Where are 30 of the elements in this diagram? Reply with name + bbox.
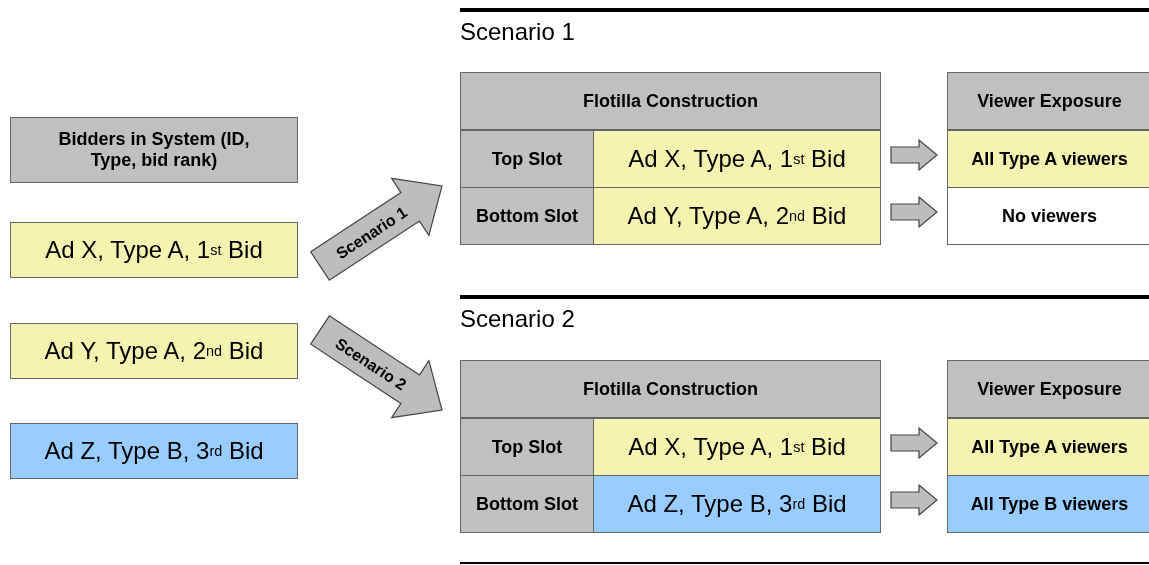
section-heading: Scenario 2 [460,305,575,333]
ad-cell: Ad Y, Type A, 2$^{nd}$ Bid [593,187,881,245]
block-arrow [890,483,938,517]
slot-label: Bottom Slot [460,475,594,533]
header-cell: Flotilla Construction [460,360,881,418]
block-arrow [890,138,938,172]
viewer-cell: All Type A viewers [947,418,1149,476]
header-cell: Bidders in System (ID, Type, bid rank) [10,117,298,183]
section-heading: Scenario 1 [460,18,575,46]
header-cell: Flotilla Construction [460,72,881,130]
viewer-cell: No viewers [947,187,1149,245]
viewer-cell: All Type A viewers [947,130,1149,188]
scenario-section [460,295,1149,535]
bidder-box: Ad X, Type A, 1$^{st}$ Bid [10,222,298,278]
block-arrow [890,195,938,229]
scenario-section [460,8,1149,248]
ad-cell: Ad X, Type A, 1$^{st}$ Bid [593,130,881,188]
bidder-box: Ad Z, Type B, 3$^{rd}$ Bid [10,423,298,479]
header-cell: Viewer Exposure [947,72,1149,130]
slot-label: Top Slot [460,418,594,476]
ad-cell: Ad X, Type A, 1$^{st}$ Bid [593,418,881,476]
block-arrow [309,314,443,419]
viewer-cell: All Type B viewers [947,475,1149,533]
slot-label: Bottom Slot [460,187,594,245]
ad-cell: Ad Z, Type B, 3$^{rd}$ Bid [593,475,881,533]
header-cell: Viewer Exposure [947,360,1149,418]
slot-label: Top Slot [460,130,594,188]
block-arrow [890,426,938,460]
block-arrow [309,177,443,282]
bidder-box: Ad Y, Type A, 2$^{nd}$ Bid [10,323,298,379]
